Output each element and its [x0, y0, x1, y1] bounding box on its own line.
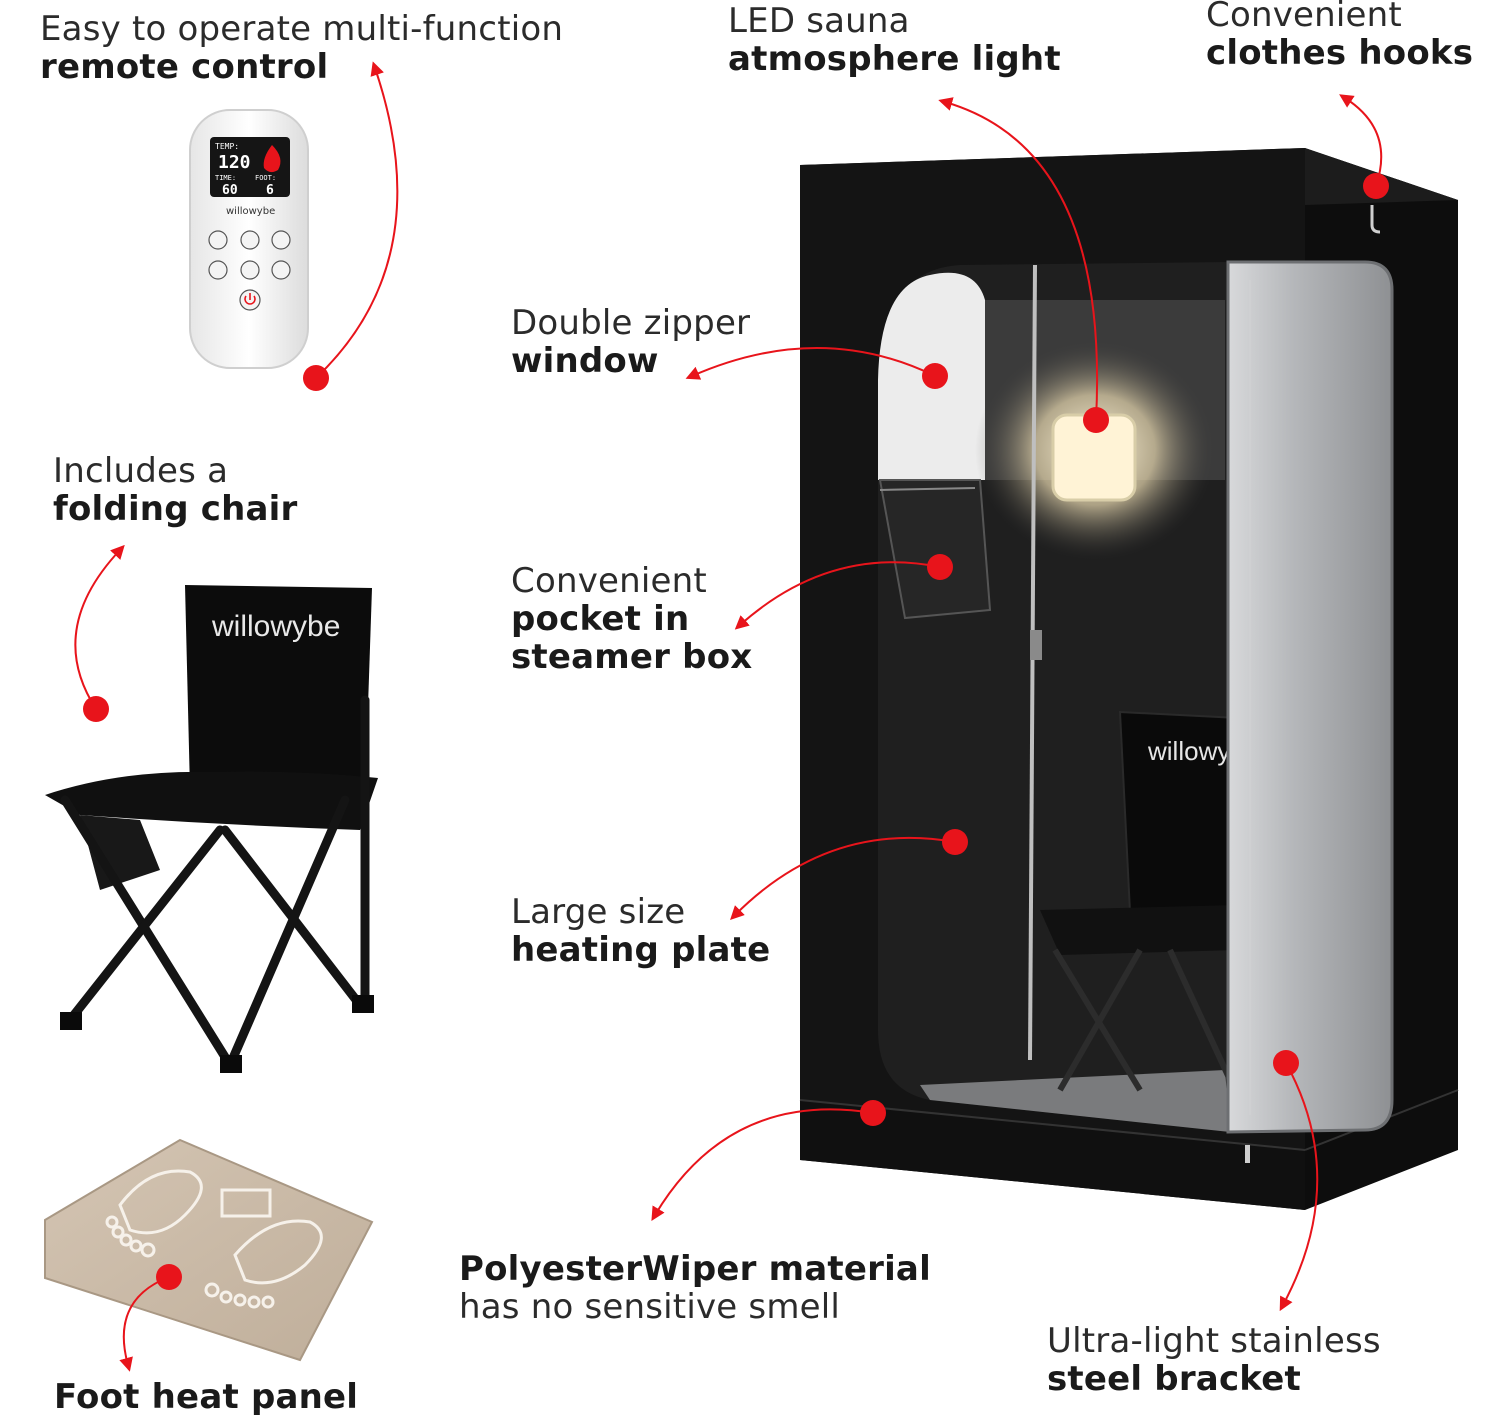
- callout-chair: Includes a folding chair: [53, 452, 298, 528]
- temp-up-button[interactable]: [208, 230, 228, 250]
- callout-material-bold: PolyesterWiper material: [459, 1249, 931, 1289]
- callout-pocket: Convenient pocket in steamer box: [511, 562, 752, 676]
- callout-window: Double zipper window: [511, 304, 750, 380]
- callout-chair-bold: folding chair: [53, 489, 298, 530]
- callout-plate: Large size heating plate: [511, 893, 770, 969]
- plate-dot: [942, 829, 968, 855]
- bracket-dot: [1273, 1050, 1299, 1076]
- callout-chair-light: Includes a: [53, 451, 229, 491]
- temp-down-button[interactable]: [208, 260, 228, 280]
- hooks-dot: [1363, 173, 1389, 199]
- callout-pocket-bold-1: pocket in: [511, 599, 690, 640]
- callout-bracket: Ultra-light stainless steel bracket: [1047, 1322, 1381, 1398]
- remote-foot-label: FOOT:: [255, 174, 276, 182]
- callout-arrows: [74, 61, 1383, 1372]
- callout-plate-light: Large size: [511, 892, 686, 932]
- callout-remote-light: Easy to operate multi-function: [40, 9, 564, 49]
- timer-up-button[interactable]: [271, 230, 291, 250]
- material-dot: [860, 1100, 886, 1126]
- callout-hooks: Convenient clothes hooks: [1206, 0, 1473, 72]
- timer-down-button[interactable]: [271, 260, 291, 280]
- flame-icon: [263, 145, 281, 173]
- light-button[interactable]: [240, 230, 260, 250]
- window-dot: [922, 363, 948, 389]
- tent-chair-brand: willowy: [1147, 736, 1230, 766]
- callout-plate-bold: heating plate: [511, 930, 771, 971]
- callout-remote: Easy to operate multi-function remote co…: [40, 10, 563, 86]
- callout-led-light: LED sauna: [728, 1, 910, 41]
- remote-control: TEMP: 120 TIME: FOOT: 60 6 willowybe: [189, 109, 309, 369]
- steamer-pocket: [878, 479, 992, 620]
- remote-temp-value: 120: [218, 152, 251, 173]
- callout-hooks-light: Convenient: [1206, 0, 1402, 35]
- clothes-hook: [1370, 205, 1381, 234]
- callout-pocket-bold-2: steamer box: [511, 637, 753, 678]
- remote-temp-label: TEMP:: [215, 142, 239, 151]
- callout-window-light: Double zipper: [511, 303, 751, 343]
- led-dot: [1083, 407, 1109, 433]
- folding-chair: willowybe: [45, 585, 378, 1073]
- foot-button[interactable]: [240, 260, 260, 280]
- remote-time-label: TIME:: [215, 174, 236, 182]
- callout-remote-bold: remote control: [40, 47, 329, 88]
- foot-dot: [156, 1264, 182, 1290]
- chair-brand: willowybe: [211, 610, 340, 643]
- callout-material-light: has no sensitive smell: [459, 1287, 841, 1328]
- callout-material: PolyesterWiper material has no sensitive…: [459, 1250, 931, 1326]
- power-icon: [244, 295, 256, 305]
- callout-foot-bold: Foot heat panel: [54, 1377, 359, 1417]
- remote-time-value: 60: [222, 183, 238, 198]
- sauna-tent: willowy: [799, 148, 1459, 1210]
- foot-heat-panel: [44, 1138, 374, 1362]
- remote-foot-value: 6: [266, 183, 274, 198]
- callout-dots: [83, 173, 1389, 1290]
- steel-rod: [1028, 264, 1037, 1061]
- tent-chair: willowy: [1040, 710, 1239, 1092]
- callout-pocket-light: Convenient: [511, 561, 707, 601]
- remote-brand: willowybe: [226, 206, 275, 217]
- callout-foot: Foot heat panel: [54, 1378, 358, 1416]
- remote-dot: [303, 365, 329, 391]
- pocket-dot: [927, 554, 953, 580]
- chair-dot: [83, 696, 109, 722]
- callout-bracket-light: Ultra-light stainless: [1047, 1321, 1381, 1361]
- callout-window-bold: window: [511, 341, 659, 382]
- callout-led: LED sauna atmosphere light: [728, 2, 1061, 78]
- callout-bracket-bold: steel bracket: [1047, 1359, 1301, 1400]
- silver-door-flap: [1226, 260, 1394, 1134]
- callout-led-bold: atmosphere light: [728, 39, 1061, 80]
- callout-hooks-bold: clothes hooks: [1206, 33, 1474, 74]
- tent-base: [800, 1100, 1305, 1210]
